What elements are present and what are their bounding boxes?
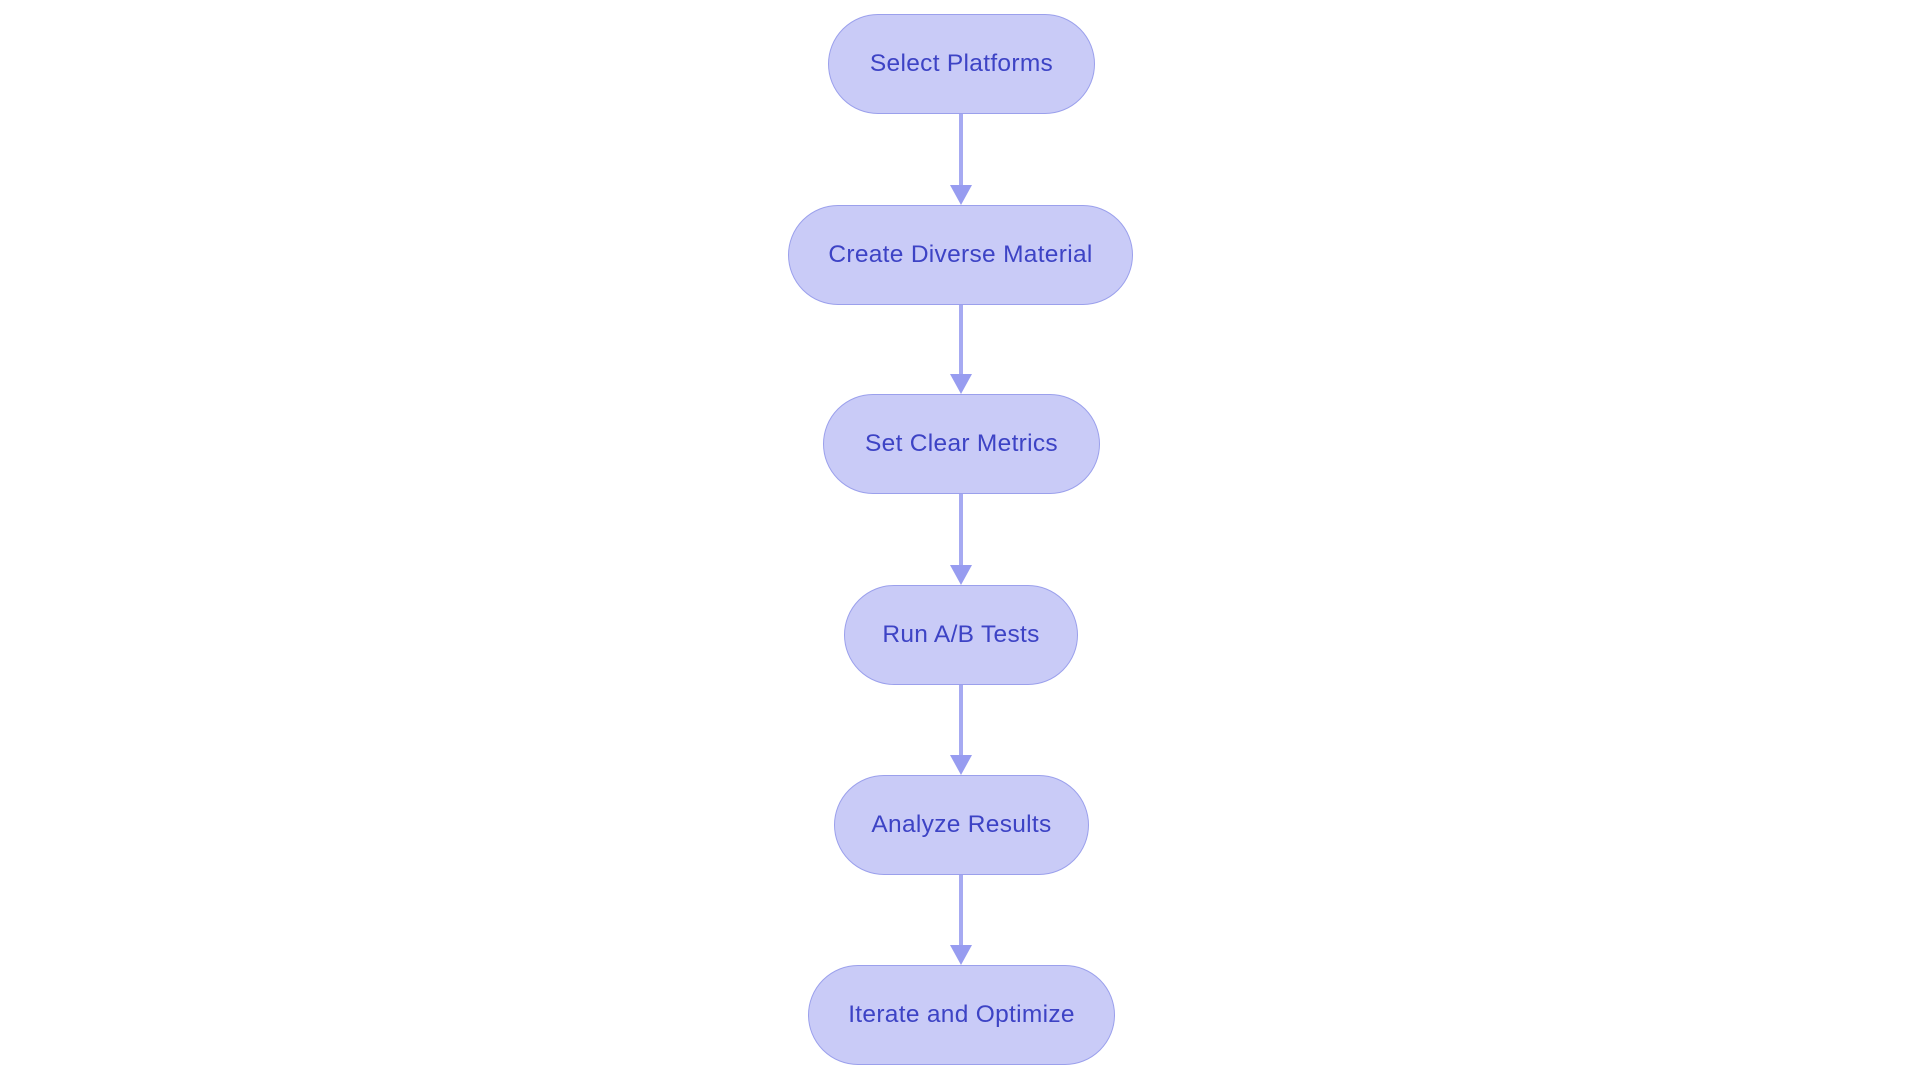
arrow-down-icon bbox=[950, 565, 972, 585]
flow-connector-2 bbox=[949, 305, 973, 394]
connector-line bbox=[959, 685, 963, 756]
arrow-down-icon bbox=[950, 185, 972, 205]
arrow-down-icon bbox=[950, 755, 972, 775]
arrow-down-icon bbox=[950, 374, 972, 394]
connector-line bbox=[959, 494, 963, 566]
flow-node-label: Analyze Results bbox=[871, 811, 1052, 838]
flow-node-analyze-results: Analyze Results bbox=[834, 775, 1089, 875]
connector-line bbox=[959, 305, 963, 375]
arrow-down-icon bbox=[950, 945, 972, 965]
flow-node-label: Create Diverse Material bbox=[828, 241, 1093, 268]
flow-connector-3 bbox=[949, 494, 973, 585]
flow-node-iterate-and-optimize: Iterate and Optimize bbox=[808, 965, 1115, 1065]
flow-node-set-clear-metrics: Set Clear Metrics bbox=[823, 394, 1100, 494]
flow-node-create-diverse-material: Create Diverse Material bbox=[788, 205, 1133, 305]
connector-line bbox=[959, 114, 963, 186]
flow-node-label: Set Clear Metrics bbox=[865, 430, 1058, 457]
flow-connector-5 bbox=[949, 875, 973, 965]
flow-connector-1 bbox=[949, 114, 973, 205]
connector-line bbox=[959, 875, 963, 946]
flow-node-select-platforms: Select Platforms bbox=[828, 14, 1095, 114]
flow-node-label: Iterate and Optimize bbox=[848, 1001, 1075, 1028]
flow-node-label: Select Platforms bbox=[869, 50, 1054, 77]
flow-node-run-ab-tests: Run A/B Tests bbox=[844, 585, 1078, 685]
flow-node-label: Run A/B Tests bbox=[882, 621, 1040, 648]
flow-connector-4 bbox=[949, 685, 973, 775]
